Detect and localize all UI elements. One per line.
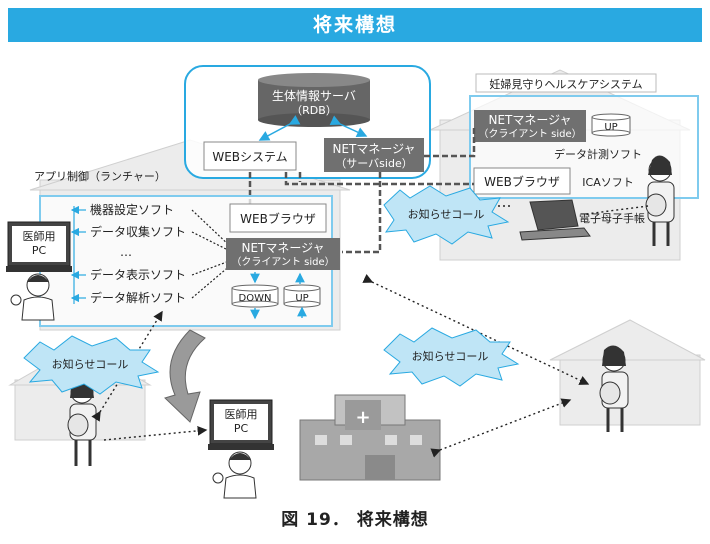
notify-burst-3: お知らせコール (383, 327, 520, 387)
arrow-db-websystem (258, 115, 301, 141)
app-item: データ収集ソフト (90, 224, 186, 239)
hospital-building: + (299, 394, 441, 481)
net-manager-server-line1: NETマネージャ (332, 142, 415, 156)
laptop-icon (519, 199, 591, 241)
app-item-arrows (70, 205, 86, 304)
db-label-line1: 生体情報サーバ (272, 89, 356, 103)
pregnant-up-label: UP (604, 122, 617, 133)
doctor-pc-monitor-2: 医師用 PC (208, 399, 274, 450)
e-maternal-handbook-label: 電子母子手帳 (579, 211, 645, 225)
page-title-banner: 将来構想 (8, 8, 702, 42)
app-item: … (120, 245, 132, 259)
notify-label-1: お知らせコール (408, 207, 485, 221)
app-items: 機器設定ソフト データ収集ソフト … データ表示ソフト データ解析ソフト (90, 202, 186, 305)
doctor-pc-1-line1: 医師用 (23, 230, 56, 243)
pregnant-woman-icon-3 (599, 345, 629, 432)
pregnant-net-manager-box (474, 110, 586, 142)
db-label-line2: （RDB） (291, 104, 337, 117)
app-net-manager-box (226, 238, 340, 270)
doctor-pc-2-line1: 医師用 (225, 408, 258, 421)
notify-label-2: お知らせコール (52, 357, 129, 371)
doctor-icon-1 (10, 273, 55, 321)
pregnant-browser-box (473, 167, 571, 195)
app-item: 機器設定ソフト (90, 202, 174, 217)
app-up-cylinder: UP (283, 284, 321, 308)
app-net-manager-line1: NETマネージャ (241, 241, 324, 255)
app-item: データ表示ソフト (90, 267, 186, 282)
data-measure-label: データ計測ソフト (554, 147, 642, 161)
pregnant-net-manager-line2: （クライアント side） (478, 128, 581, 140)
web-system-label: WEBシステム (212, 150, 287, 164)
page-title: 将来構想 (312, 14, 397, 36)
app-up-label: UP (295, 293, 308, 304)
notify-burst-1: お知らせコール (383, 185, 510, 245)
app-net-manager-line2: （クライアント side） (231, 256, 334, 268)
doctor-pc-1-line2: PC (32, 244, 47, 257)
app-to-netmgr-links (191, 209, 233, 299)
app-cylinder-arrows (250, 272, 307, 320)
doctor-icon-2 (212, 451, 257, 499)
web-system-box (203, 141, 297, 171)
net-manager-server-box (324, 138, 424, 172)
transition-arrow (164, 329, 206, 423)
figure-caption: 図 19． 将来構想 (281, 510, 429, 530)
biometric-db-server: 生体情報サーバ （RDB） (258, 73, 370, 127)
pregnant-net-manager-line1: NETマネージャ (488, 113, 571, 127)
pregnant-browser-label: WEBブラウザ (484, 174, 560, 189)
pregnant-up-cylinder: UP (591, 113, 631, 137)
ica-soft-label: ICAソフト (582, 176, 633, 189)
arrow-db-netmanager (329, 115, 368, 137)
app-browser-box (229, 203, 327, 233)
app-item: データ解析ソフト (90, 290, 186, 305)
doctor-pc-2-line2: PC (234, 422, 249, 435)
app-control-title: アプリ制御（ランチャー） (34, 169, 166, 183)
svg-text:+: + (355, 407, 370, 428)
pregnant-woman-icon-1 (645, 155, 675, 246)
notify-label-3: お知らせコール (412, 349, 489, 363)
notify-burst-2: お知らせコール (23, 335, 160, 395)
app-browser-label: WEBブラウザ (240, 211, 316, 226)
pregnant-woman-icon-2 (67, 377, 97, 466)
net-manager-server-line2: （サーバside） (335, 157, 412, 170)
down-cylinder: DOWN (231, 284, 279, 308)
pregnant-system-title: 妊婦見守りヘルスケアシステム (489, 77, 642, 91)
down-label: DOWN (239, 293, 272, 304)
doctor-pc-monitor-1: 医師用 PC (6, 221, 72, 272)
